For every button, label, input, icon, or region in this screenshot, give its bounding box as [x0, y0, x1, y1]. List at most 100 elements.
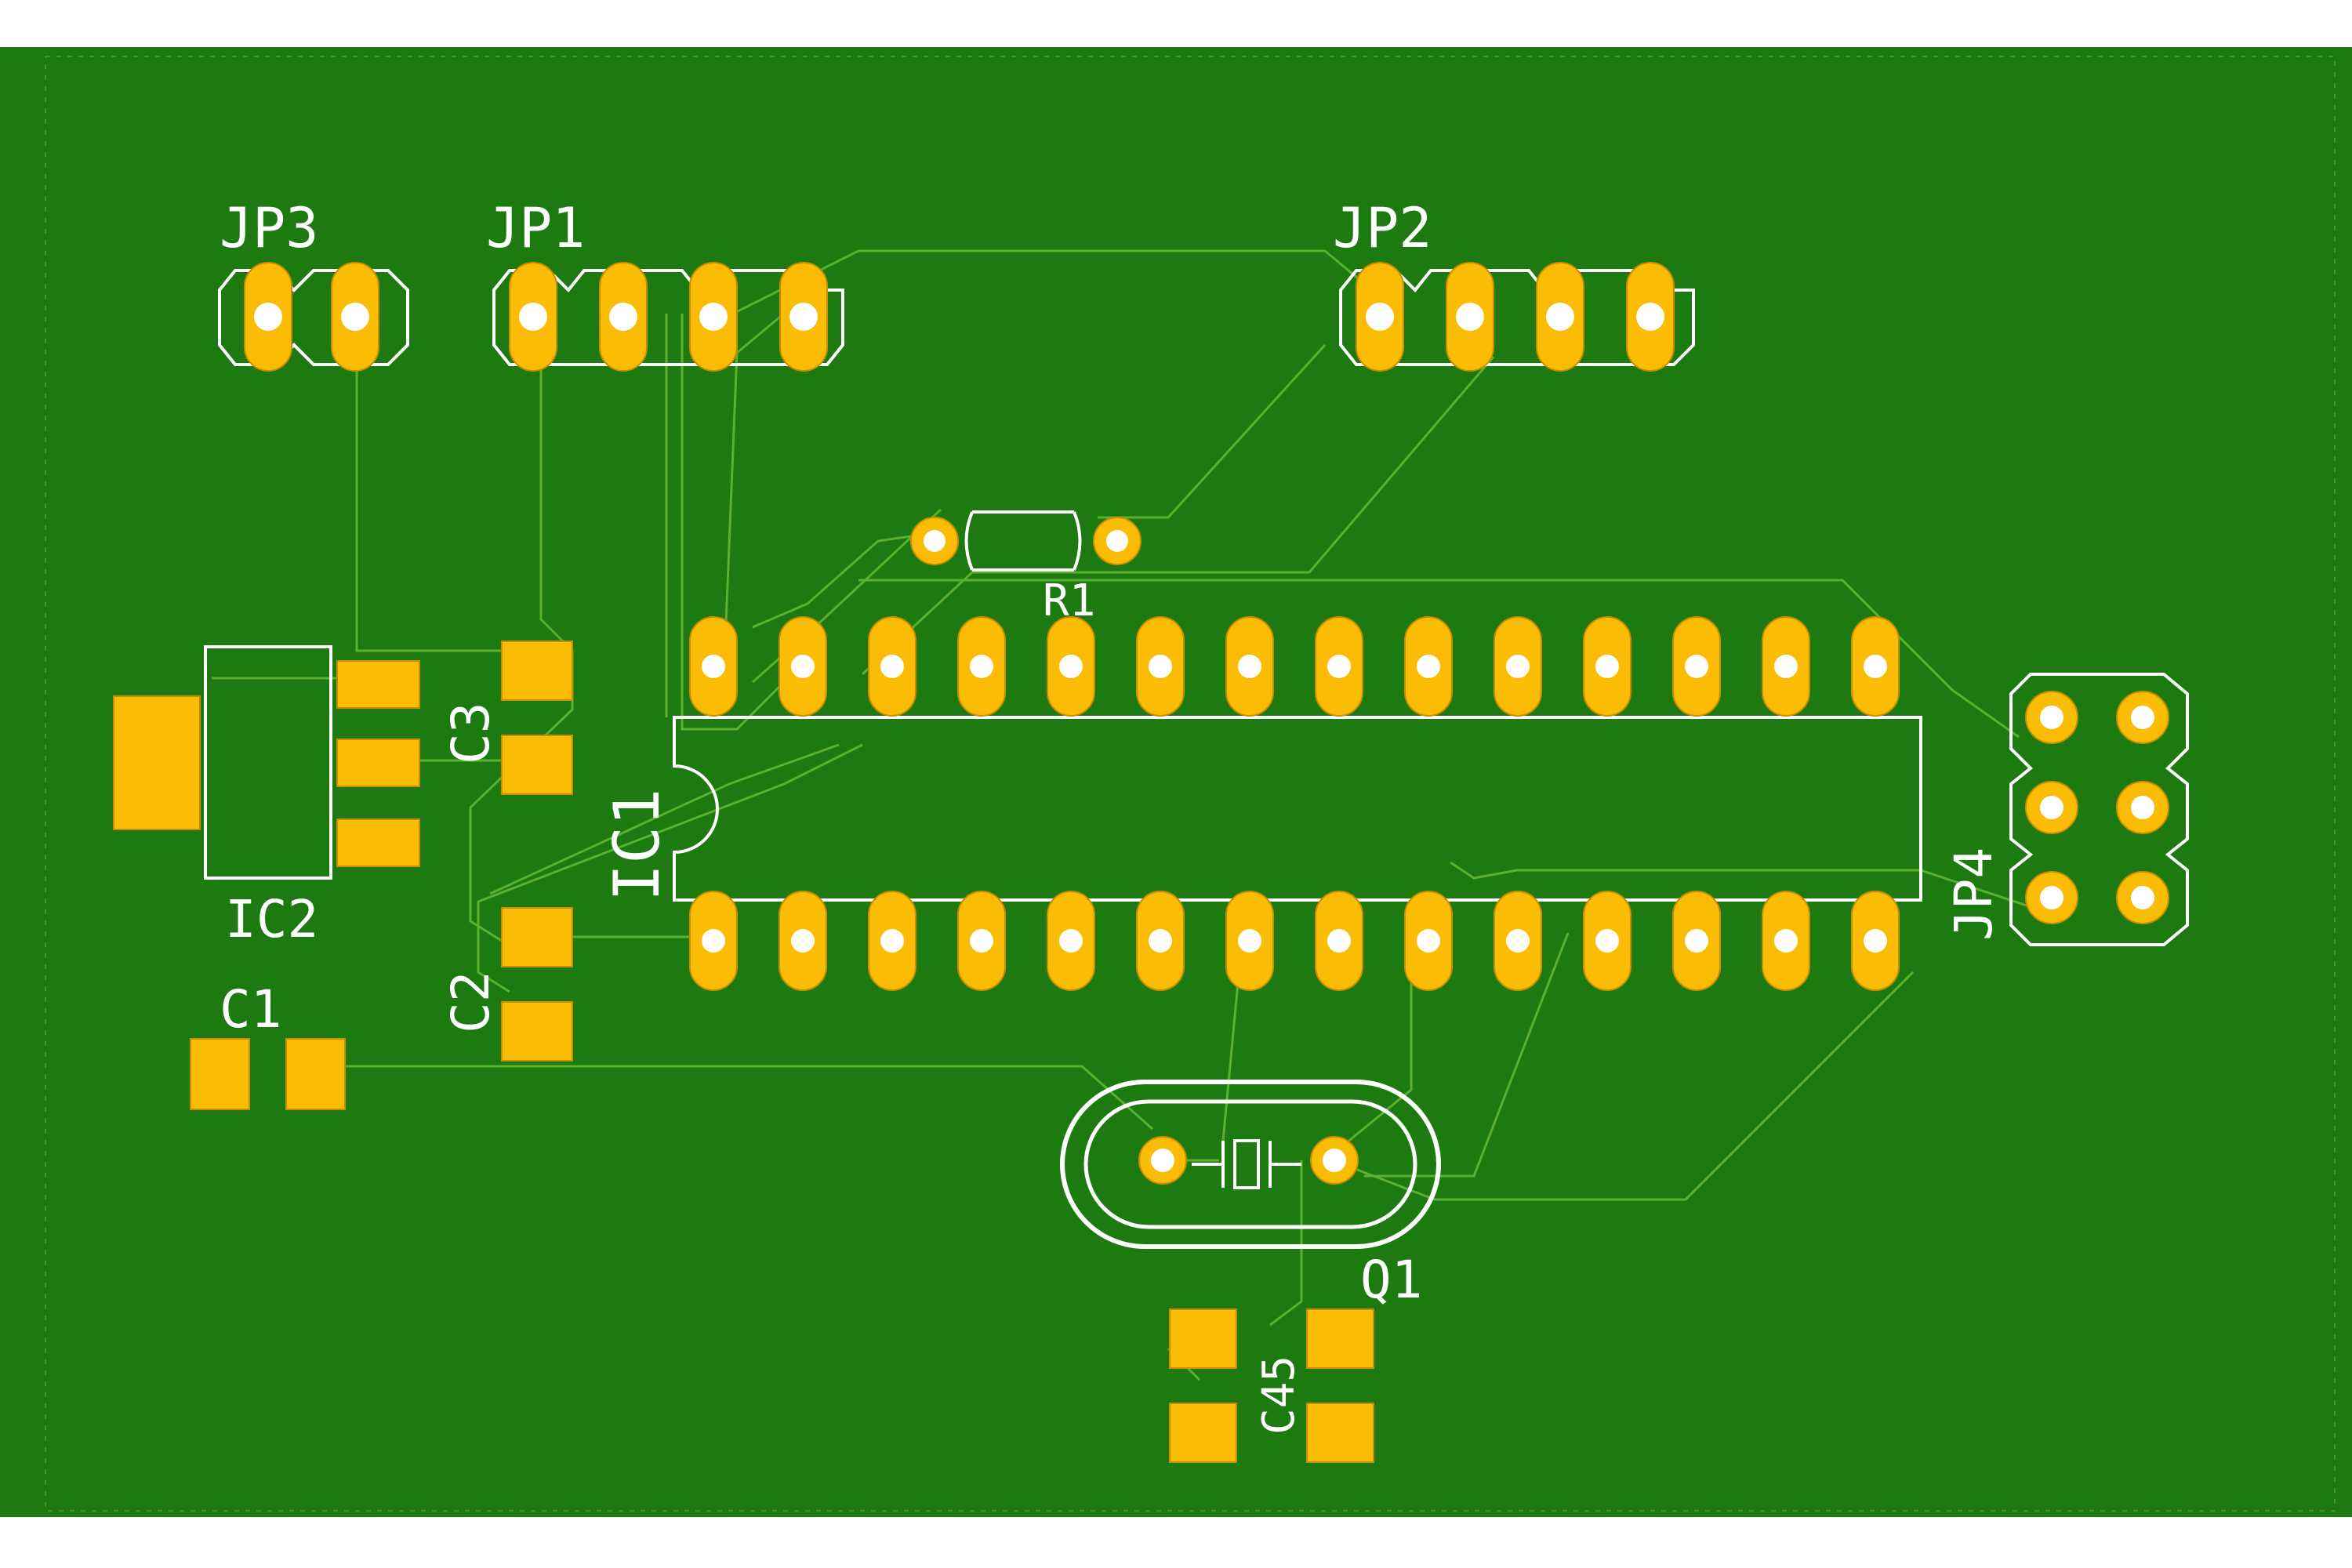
drill-hole [1774, 929, 1798, 953]
c45-pad [1169, 1308, 1237, 1369]
trace [489, 743, 840, 895]
drill-hole [1151, 1149, 1174, 1172]
drill-hole [699, 303, 728, 331]
c2-label: C2 [441, 971, 501, 1033]
drill-hole [924, 530, 946, 552]
c3-pad [501, 735, 573, 795]
trace [861, 356, 1495, 676]
drill-hole [1595, 655, 1619, 678]
silkscreen-labels: JP3 JP1 JP2 R1 IC2 C1 Q1 C3 C2 IC1 JP4 C… [220, 196, 2004, 1435]
c2-pad [501, 1001, 573, 1062]
trace [469, 314, 574, 942]
c1-pad [285, 1038, 346, 1110]
r1-label: R1 [1043, 575, 1095, 626]
c1-label: C1 [220, 979, 281, 1040]
ic2-pin-pad [336, 818, 420, 867]
drill-hole [789, 303, 818, 331]
drill-hole [791, 929, 815, 953]
trace [681, 314, 786, 731]
jp3-outline [218, 269, 409, 366]
c1-pad [190, 1038, 250, 1110]
drill-hole [2131, 796, 2154, 819]
c2-pad [501, 907, 573, 967]
drill-hole [1149, 655, 1172, 678]
drill-hole [1327, 655, 1351, 678]
drill-hole [880, 655, 904, 678]
drill-hole [1774, 655, 1798, 678]
ic2-pin-pad [336, 660, 420, 709]
trace [477, 743, 863, 993]
drill-hole [1149, 929, 1172, 953]
jp3-label: JP3 [220, 196, 318, 260]
drill-hole [1366, 303, 1394, 331]
drill-hole [2040, 796, 2063, 819]
ic2-tab-pad [113, 695, 201, 830]
drill-hole [1546, 303, 1574, 331]
drill-holes [254, 303, 2154, 1172]
jp1-label: JP1 [486, 196, 585, 260]
trace [1269, 1160, 1303, 1327]
drill-hole [1864, 929, 1887, 953]
trace [1364, 932, 1570, 1178]
ic1-pads [689, 616, 1900, 991]
c45-label: C45 [1254, 1356, 1305, 1435]
c45-pad [1169, 1403, 1237, 1463]
drill-hole [791, 655, 815, 678]
drill-hole [1238, 929, 1261, 953]
drill-hole [1456, 303, 1484, 331]
drill-hole [1106, 530, 1128, 552]
trace [752, 532, 934, 629]
crystal-symbol [1192, 1139, 1301, 1189]
drill-hole [1685, 929, 1708, 953]
q1-outline-inner [1083, 1099, 1417, 1229]
drill-hole [2040, 886, 2063, 909]
ic1-label: IC1 [601, 789, 673, 902]
r1-body [964, 510, 1082, 572]
drill-hole [1506, 929, 1530, 953]
drill-hole [970, 655, 993, 678]
drill-hole [1636, 303, 1664, 331]
drill-hole [1238, 655, 1261, 678]
trace [314, 1065, 1153, 1131]
ic2-label: IC2 [225, 889, 318, 949]
q1-label: Q1 [1360, 1250, 1422, 1310]
drill-hole [1417, 655, 1440, 678]
drill-hole [1685, 655, 1708, 678]
drill-hole [1864, 655, 1887, 678]
drill-hole [702, 655, 725, 678]
drill-hole [609, 303, 637, 331]
drill-hole [1327, 929, 1351, 953]
ic2-pin-pad [336, 739, 420, 787]
q1-outline-outer [1060, 1080, 1441, 1249]
c45-pad [1306, 1308, 1374, 1369]
drill-hole [519, 303, 547, 331]
drill-hole [341, 303, 369, 331]
drill-hole [1417, 929, 1440, 953]
trace [752, 508, 942, 684]
drill-hole [880, 929, 904, 953]
jp4-outline [2009, 673, 2189, 946]
drill-hole [2131, 886, 2154, 909]
board-outline [45, 56, 2336, 1512]
drill-hole [254, 303, 282, 331]
c3-label: C3 [441, 702, 501, 764]
trace [1332, 971, 1915, 1201]
drill-hole [2131, 706, 2154, 729]
drill-hole [1059, 655, 1083, 678]
ic1-outline [673, 716, 1922, 902]
ic2-outline [204, 645, 332, 880]
jp4-label: JP4 [1944, 848, 2004, 941]
drill-hole [702, 929, 725, 953]
drill-hole [1506, 655, 1530, 678]
c3-pad [501, 641, 573, 701]
jp2-label: JP2 [1333, 196, 1432, 260]
c45-pad [1306, 1403, 1374, 1463]
drill-hole [2040, 706, 2063, 729]
trace [1450, 861, 2039, 911]
drill-hole [1059, 929, 1083, 953]
drill-hole [970, 929, 993, 953]
drill-hole [1595, 929, 1619, 953]
drill-hole [1323, 1149, 1346, 1172]
trace [1324, 933, 1413, 1162]
